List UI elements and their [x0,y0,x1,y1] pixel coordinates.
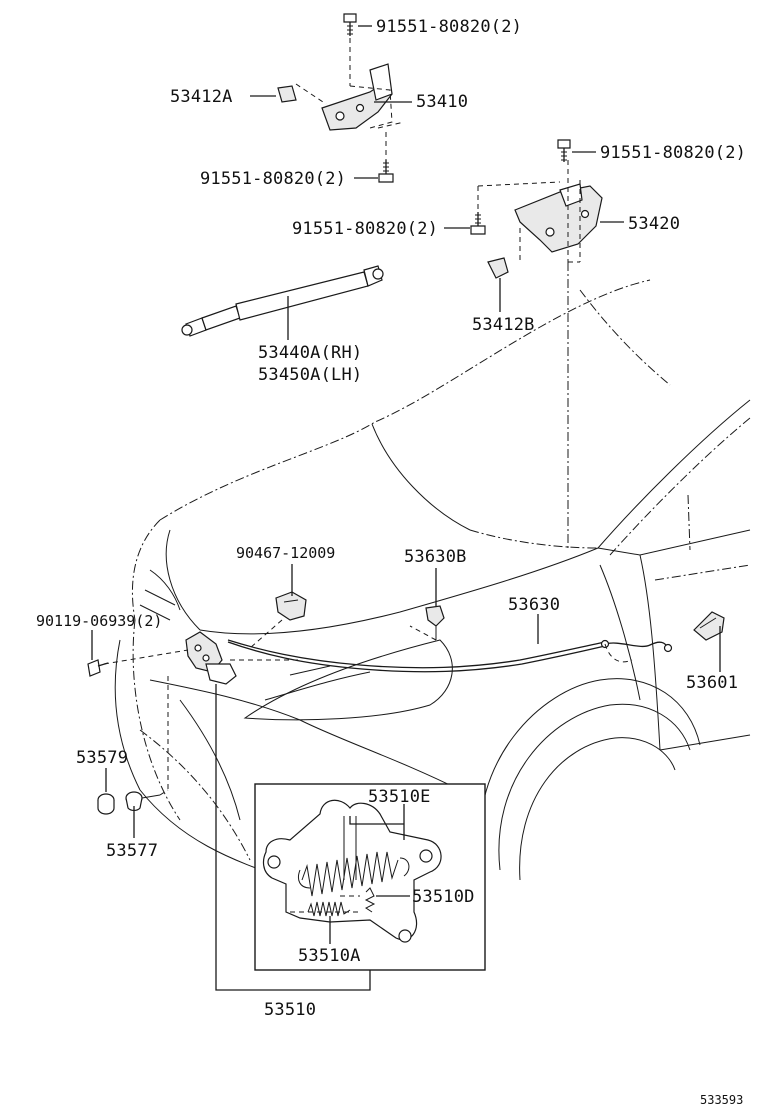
bolt-icon-lock [87,659,109,677]
hood-hinge-right [477,160,603,548]
bolt-icon-top [343,13,357,36]
car-body-outline [114,279,751,881]
callout-53630b: 53630B [404,547,467,567]
callout-53420: 53420 [628,214,680,234]
callout-53510d: 53510D [412,887,475,907]
hood-release-lever [693,611,725,641]
callout-bolt-right-hinge: 91551-80820(2) [292,219,438,239]
hood-hinge-left [295,38,405,170]
callout-53510: 53510 [264,1000,316,1020]
lock-detail-inset [254,783,486,971]
bolt-icon-left-hinge [378,160,394,183]
callout-53510a: 53510A [298,946,361,966]
callout-53510e: 53510E [368,787,431,807]
callout-bolt-top: 91551-80820(2) [376,17,522,37]
hood-cushion-53579 [97,793,115,815]
hood-lock-assembly [103,631,237,790]
callout-53630: 53630 [508,595,560,615]
callout-bolt-left-hinge: 91551-80820(2) [200,169,346,189]
callout-53410: 53410 [416,92,468,112]
bolt-icon-right-top [557,139,571,162]
cable-clip-53630b [409,605,445,641]
hood-release-cable [227,639,673,673]
cable-clamp [249,591,307,649]
callout-bolt-lock: 90119-06939(2) [36,612,162,630]
callout-clamp: 90467-12009 [236,544,335,562]
callout-53412b: 53412B [472,315,535,335]
callout-53579: 53579 [76,748,128,768]
leader-lines [91,25,721,991]
callout-support-rh: 53440A(RH) [258,343,362,363]
hood-support-strut [181,265,384,337]
callout-support-lh: 53450A(LH) [258,365,362,385]
hood-cushion-53577 [125,789,169,811]
figure-id: 533593 [700,1093,743,1107]
callout-53577: 53577 [106,841,158,861]
hinge-cover-53412a [277,85,297,103]
callout-53601: 53601 [686,673,738,693]
hinge-cover-53412b [487,257,509,279]
callout-bolt-right-top: 91551-80820(2) [600,143,746,163]
callout-53412a: 53412A [170,87,233,107]
bolt-icon-right-hinge [470,212,486,235]
